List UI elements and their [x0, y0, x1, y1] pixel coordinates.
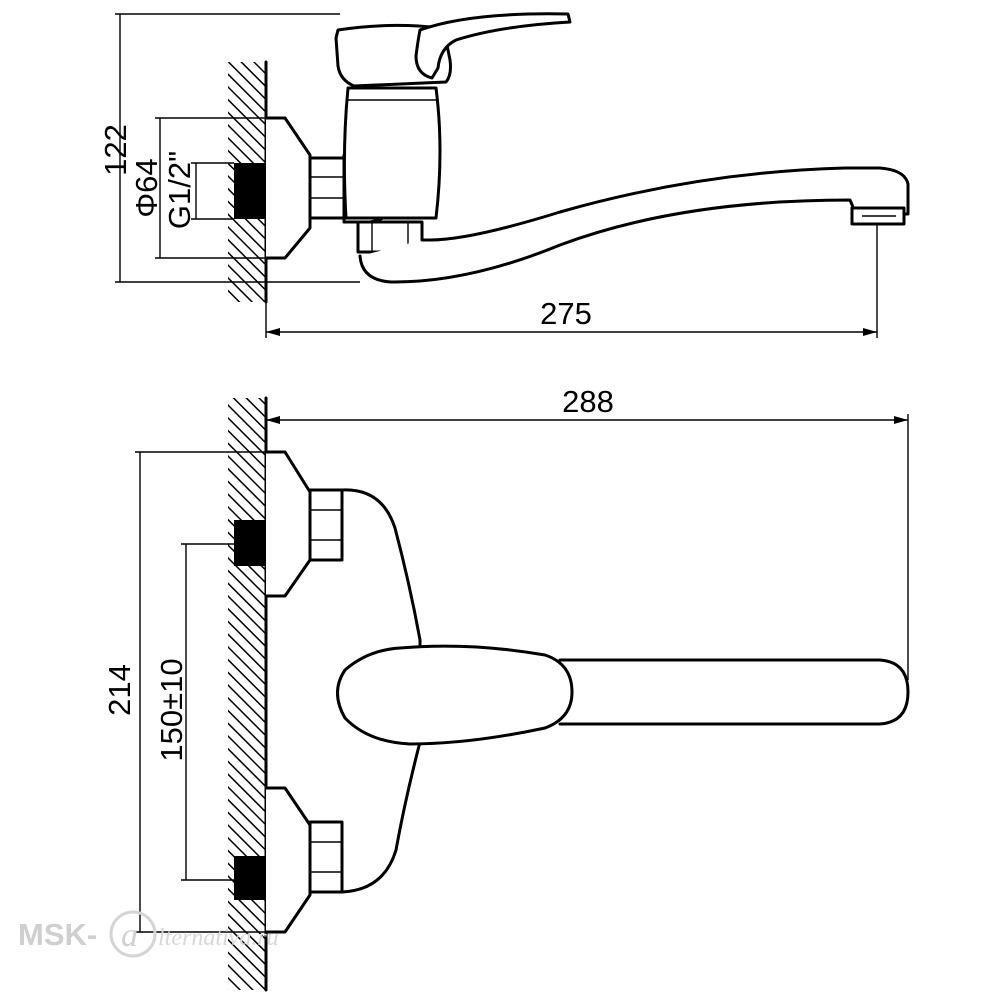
wall-flange-top-lower: [264, 786, 312, 934]
pipe-inlet-top-lower: [234, 856, 266, 900]
lever-handle-top: [336, 644, 574, 746]
spout-side: [358, 166, 910, 284]
eccentric-nut-side: [308, 156, 346, 220]
side-view: 122 Φ64 G1/2" 275: [98, 12, 910, 338]
eccentric-nut-top-lower: [308, 820, 344, 894]
watermark: MSK- a lternativa.ru: [18, 910, 279, 958]
pipe-inlet-side: [234, 163, 266, 219]
dim-label-214: 214: [102, 664, 137, 716]
wall-flange-top-upper: [264, 450, 312, 598]
dim-label-spacing: 150±10: [154, 658, 189, 761]
watermark-prefix: MSK-: [18, 917, 97, 952]
dim-label-thread: G1/2": [162, 151, 197, 229]
eccentric-nut-top-upper: [308, 488, 344, 562]
lever-handle-side: [414, 12, 572, 80]
wall-hatch-top: [228, 398, 266, 990]
mixer-body-side: [342, 86, 442, 220]
dim-label-122: 122: [98, 124, 133, 176]
watermark-suffix: lternativa.ru: [158, 925, 279, 951]
svg-text:a: a: [121, 917, 138, 954]
wall-flange-side: [264, 116, 312, 260]
top-view: 288 214 150±10: [102, 384, 910, 992]
spout-top: [558, 658, 910, 726]
dim-label-275: 275: [540, 296, 592, 331]
dim-label-diameter: Φ64: [129, 158, 164, 217]
watermark-logo-icon: [109, 910, 157, 958]
dim-label-288: 288: [562, 384, 614, 419]
pipe-inlet-top-upper: [234, 520, 266, 566]
